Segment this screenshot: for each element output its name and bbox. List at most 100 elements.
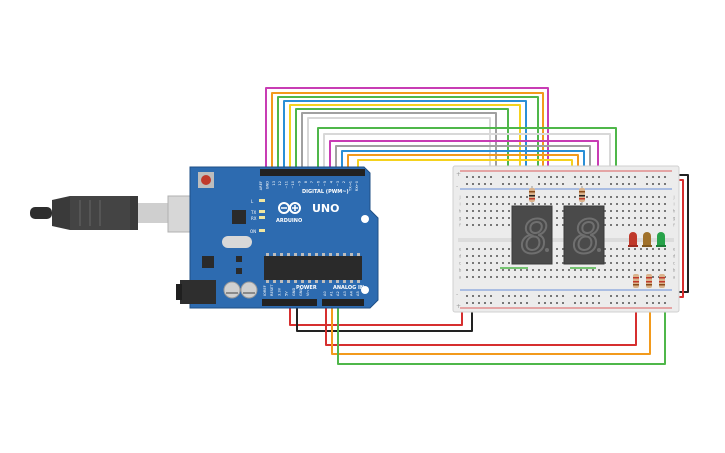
capacitor-2: [240, 281, 258, 299]
power-header: [262, 299, 317, 306]
seven-segment-display-2[interactable]: 8: [563, 205, 605, 265]
led-resistor-3[interactable]: [659, 274, 665, 288]
resistor-right[interactable]: [579, 186, 585, 205]
dc-power-jack[interactable]: [180, 280, 216, 304]
wire-yellow-1[interactable]: [289, 104, 521, 200]
wire-red-a0[interactable]: [325, 282, 637, 346]
led-resistor-1[interactable]: [633, 274, 639, 288]
row-label: g: [673, 216, 676, 221]
board-brand: ARDUINO: [276, 218, 302, 224]
wire-black-gnd[interactable]: [296, 302, 473, 332]
row-label: d: [459, 254, 462, 259]
rail-plus-top: +: [456, 171, 461, 178]
pin-label: 2: [342, 181, 346, 183]
usb-cable: [30, 195, 209, 233]
row-label: b: [673, 268, 676, 273]
pin-label: Vin: [306, 290, 310, 296]
wire-orange-a1[interactable]: [331, 282, 651, 355]
pin-label: ~3: [336, 181, 340, 186]
row-label: g: [459, 216, 462, 221]
pin-label: AREF: [259, 181, 263, 190]
row-label: e: [459, 247, 462, 252]
rx-label: RX: [251, 216, 257, 221]
regulator: [202, 256, 214, 268]
wire-magenta-outer[interactable]: [265, 87, 549, 200]
pin-label: GND: [299, 288, 303, 296]
pin-label: A5: [356, 291, 360, 296]
pin-label: RX←0: [355, 180, 359, 191]
pin-label: 3.3V: [277, 287, 281, 296]
led-green[interactable]: [656, 232, 666, 247]
display-resistors: [529, 186, 585, 205]
led-resistor-2[interactable]: [646, 274, 652, 288]
indicator-leds: [628, 232, 666, 247]
usb-metal-shell: [138, 203, 168, 223]
row-label: c: [673, 261, 675, 266]
seven-segment-display-1[interactable]: 8: [511, 205, 553, 265]
row-label: b: [459, 268, 462, 273]
analog-label: ANALOG IN: [333, 285, 364, 291]
pin-label: ~10: [291, 180, 295, 188]
pin-label: 13: [272, 181, 276, 186]
row-label: e: [673, 247, 676, 252]
row-label: h: [673, 209, 676, 214]
pin-label: TX→1: [349, 181, 353, 192]
row-label: i: [673, 202, 674, 207]
pin-label: 8: [304, 180, 308, 183]
pin-label: ~5: [323, 181, 327, 186]
power-label: POWER: [296, 285, 317, 291]
rail-plus-bottom: +: [456, 303, 461, 310]
pin-label: IOREF: [263, 285, 267, 296]
row-label: i: [459, 202, 460, 207]
pin-label: 12: [278, 181, 282, 186]
on-label: ON: [250, 229, 256, 234]
digital-label: DIGITAL (PWM~): [302, 189, 349, 195]
resistor-left[interactable]: [529, 186, 535, 205]
pin-label: 5V: [285, 291, 289, 296]
digital-header: [260, 169, 365, 176]
arduino-logo-icon: [278, 202, 301, 214]
atmega-chip: [264, 256, 362, 280]
row-label: c: [459, 261, 461, 266]
row-label: j: [672, 195, 674, 200]
analog-header: [322, 299, 364, 306]
pin-label: GND: [292, 288, 296, 296]
rail-minus-bottom: -: [456, 291, 458, 298]
wire-gray-1[interactable]: [301, 112, 497, 200]
pin-label: A0: [323, 291, 327, 296]
wire-green-1[interactable]: [277, 96, 539, 200]
pin-label: ~9: [297, 180, 301, 186]
wire-green-a2[interactable]: [337, 282, 666, 365]
display-1-digit: 8: [521, 210, 549, 264]
wire-red-5v[interactable]: [289, 302, 463, 326]
led-brown[interactable]: [642, 232, 652, 247]
row-label: a: [459, 275, 462, 280]
usb-chip: [232, 210, 246, 224]
pin-label: ~6: [317, 180, 321, 186]
pin-label: 4: [329, 180, 333, 183]
row-label: f: [673, 223, 675, 228]
pin-label: A4: [349, 291, 353, 296]
pin-label: ~11: [285, 181, 289, 189]
display-2-digit: 8: [573, 210, 601, 264]
rail-minus-top: -: [456, 183, 458, 190]
pin-label: A2: [336, 291, 340, 296]
capacitor-1: [223, 281, 241, 299]
crystal: [222, 236, 252, 248]
pin-label: GND: [265, 181, 269, 189]
wire-green-3[interactable]: [317, 127, 617, 200]
board-model: UNO: [312, 202, 340, 215]
tx-label: TX: [250, 210, 256, 215]
reset-button-cap[interactable]: [201, 175, 211, 185]
seven-segment-displays: 8 8: [500, 205, 605, 269]
row-label: d: [673, 254, 676, 259]
led-red[interactable]: [628, 232, 638, 247]
pin-label: 7: [310, 181, 314, 183]
row-label: f: [459, 223, 461, 228]
